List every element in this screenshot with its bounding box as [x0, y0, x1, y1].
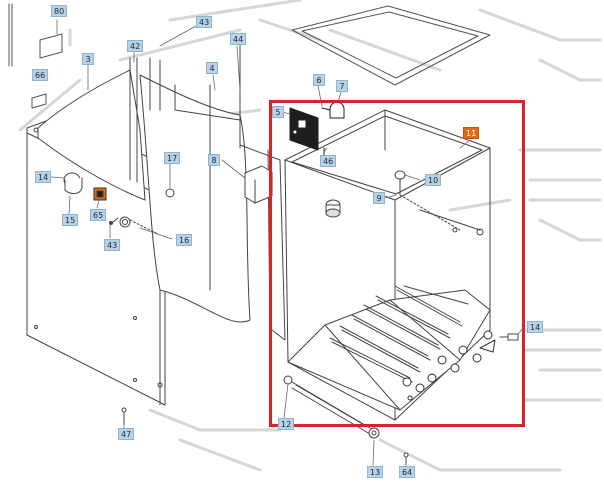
part-callout-43[interactable]: 43: [104, 239, 121, 251]
part-callout-80[interactable]: 80: [51, 5, 68, 17]
part-callout-6[interactable]: 6: [313, 74, 325, 86]
right-screw: [499, 333, 519, 341]
hopper-box: [284, 109, 491, 421]
part-callout-43[interactable]: 43: [196, 16, 213, 28]
part-callout-7[interactable]: 7: [336, 80, 348, 92]
inner-parts: [325, 170, 484, 236]
part-callout-64[interactable]: 64: [399, 466, 416, 478]
terminal-knobs: [402, 330, 496, 401]
part-callout-47[interactable]: 47: [118, 428, 135, 440]
part-callout-14[interactable]: 14: [35, 171, 52, 183]
part-callout-10[interactable]: 10: [425, 174, 442, 186]
bracket-top: [289, 101, 345, 156]
part-callout-46[interactable]: 46: [320, 155, 337, 167]
part-callout-66[interactable]: 66: [32, 69, 49, 81]
bottom-screws: [121, 407, 409, 466]
part-callout-17[interactable]: 17: [164, 152, 181, 164]
part-callout-9[interactable]: 9: [373, 192, 385, 204]
part-callout-42[interactable]: 42: [127, 40, 144, 52]
part-callout-12[interactable]: 12: [278, 418, 295, 430]
part-callout-16[interactable]: 16: [176, 234, 193, 246]
part-callout-4[interactable]: 4: [206, 62, 218, 74]
part-callout-5[interactable]: 5: [272, 106, 284, 118]
part-callout-11[interactable]: 11: [463, 127, 480, 139]
part-callout-3[interactable]: 3: [82, 53, 94, 65]
part-callout-8[interactable]: 8: [208, 154, 220, 166]
part-callout-13[interactable]: 13: [367, 466, 384, 478]
small-plates: [8, 3, 63, 109]
leader-lines: [50, 19, 525, 466]
heating-elements: [329, 285, 469, 383]
part-callout-65[interactable]: 65: [90, 209, 107, 221]
part-callout-14[interactable]: 14: [527, 321, 544, 333]
left-components: [63, 172, 175, 235]
selected-part-highlight: [269, 100, 525, 427]
insulation-panel: [37, 69, 251, 323]
part-callout-44[interactable]: 44: [230, 33, 247, 45]
top-gasket: [291, 5, 491, 86]
part-callout-15[interactable]: 15: [62, 214, 79, 226]
component-8-box: [244, 165, 273, 204]
